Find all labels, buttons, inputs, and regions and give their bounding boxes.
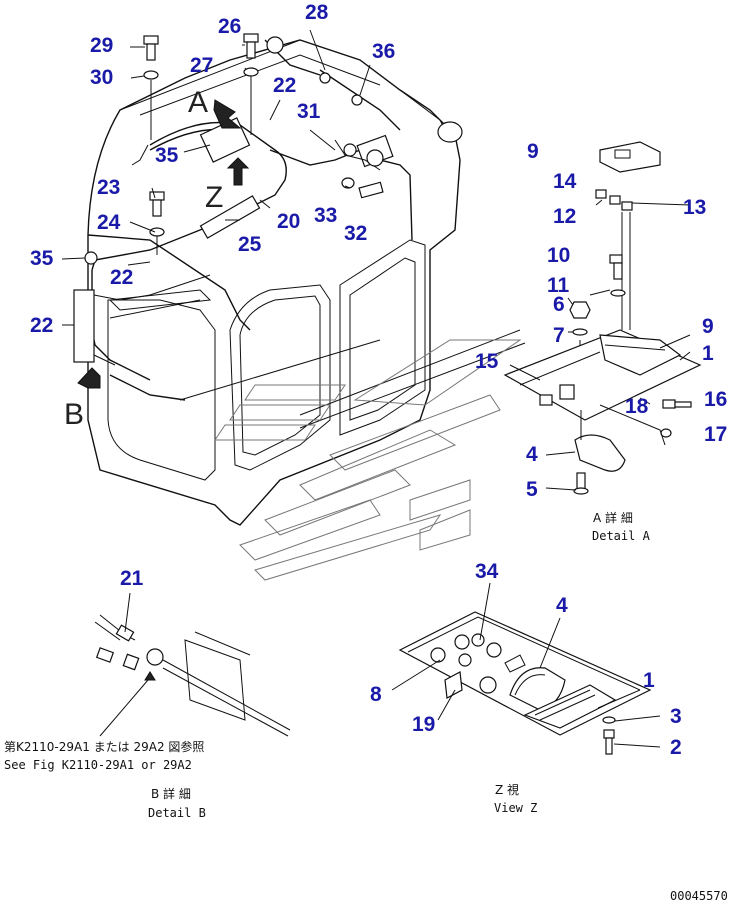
callout-34: 34 (475, 560, 499, 583)
cab-body (87, 39, 526, 526)
callout-11: 11 (547, 274, 570, 297)
caption-detail-a-en: Detail A (592, 529, 651, 543)
callout-18: 18 (625, 395, 649, 418)
callout-8: 8 (370, 683, 382, 706)
view-letter-z: Z (205, 181, 223, 214)
callout-35-top: 35 (155, 144, 179, 167)
view-letter-b: B (64, 398, 84, 431)
callout-1-right: 1 (702, 342, 714, 365)
callout-4-bottom: 4 (556, 594, 568, 617)
wiring-harness (73, 36, 413, 401)
callout-22-left: 22 (30, 314, 53, 337)
leader-lines (61, 29, 691, 748)
view-arrows (77, 99, 250, 389)
callout-23: 23 (97, 176, 120, 199)
callout-22-top: 22 (273, 74, 296, 97)
callout-15: 15 (475, 350, 499, 373)
emblem-graphic (214, 339, 522, 581)
detail-a (503, 141, 702, 495)
callout-9-right: 9 (702, 315, 714, 338)
callout-29: 29 (90, 34, 113, 57)
callout-32: 32 (344, 222, 367, 245)
detail-b (94, 614, 291, 737)
caption-detail-a-jp: A 詳 細 (593, 510, 633, 525)
callout-2: 2 (670, 736, 682, 759)
view-letter-a: A (188, 86, 208, 119)
callout-20: 20 (277, 210, 300, 233)
callout-6: 6 (553, 293, 565, 316)
caption-detail-b-en: Detail B (148, 806, 206, 820)
callout-22-mid: 22 (110, 266, 133, 289)
callout-4-top: 4 (526, 443, 538, 466)
callout-14: 14 (553, 170, 577, 193)
fasteners-top (84, 33, 384, 265)
callout-26: 26 (218, 15, 241, 38)
callout-33: 33 (314, 204, 337, 227)
callout-16: 16 (704, 388, 727, 411)
callout-25: 25 (238, 233, 262, 256)
callout-7: 7 (553, 324, 565, 347)
callout-5: 5 (526, 478, 538, 501)
callout-31: 31 (297, 100, 321, 123)
callout-9-top: 9 (527, 140, 539, 163)
callout-12: 12 (553, 205, 576, 228)
callout-27: 27 (190, 54, 213, 77)
callout-17: 17 (704, 423, 727, 446)
callout-24: 24 (97, 211, 121, 234)
drawing-number: 00045570 (670, 889, 728, 903)
callout-numbers: 29 30 26 27 28 36 22 31 35 23 24 33 32 2… (30, 1, 727, 759)
callout-30: 30 (90, 66, 113, 89)
caption-ref-en: See Fig K2110-29A1 or 29A2 (4, 758, 192, 772)
callout-10: 10 (547, 244, 570, 267)
callout-21: 21 (120, 567, 144, 590)
caption-detail-b-jp: B 詳 細 (151, 786, 191, 801)
callout-28: 28 (305, 1, 329, 24)
caption-ref-jp: 第K2110-29A1 または 29A2 図参照 (4, 739, 204, 754)
callout-13: 13 (683, 196, 706, 219)
caption-view-z-en: View Z (494, 801, 537, 815)
view-z (398, 611, 652, 755)
callout-1-bottom: 1 (643, 669, 655, 692)
callout-3: 3 (670, 705, 682, 728)
callout-19: 19 (412, 713, 435, 736)
callout-36: 36 (372, 40, 395, 63)
caption-view-z-jp: Z 視 (495, 782, 519, 797)
callout-35-left: 35 (30, 247, 54, 270)
